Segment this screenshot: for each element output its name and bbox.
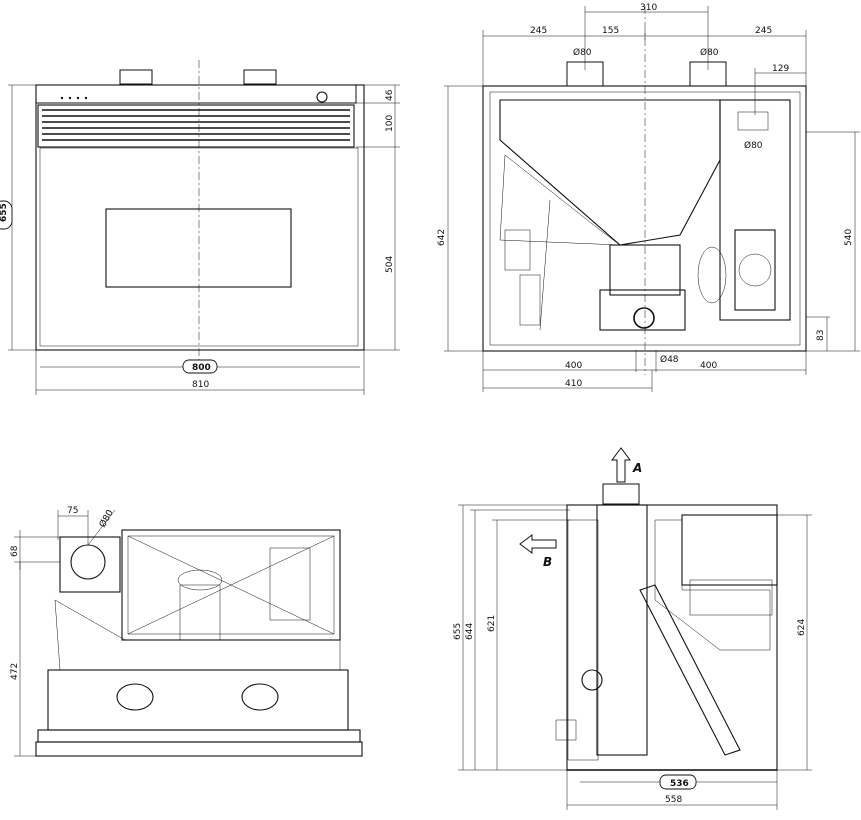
rear-body — [482, 85, 807, 352]
rear-dim-310: 310 — [640, 3, 657, 13]
side-dim-558: 558 — [665, 795, 682, 805]
rear-dim-245-left: 245 — [530, 26, 547, 36]
top-handle-right — [241, 683, 279, 711]
rear-dim-540: 540 — [844, 229, 854, 246]
rear-dim-diam-right: Ø80 — [700, 47, 719, 58]
rear-dim-155: 155 — [602, 26, 619, 36]
side-dim-624: 624 — [797, 619, 807, 636]
top-flue-circle — [70, 544, 106, 580]
front-dim-504: 504 — [385, 256, 395, 273]
rear-fan-icon — [633, 307, 655, 329]
side-dim-536: 536 — [670, 779, 689, 789]
rear-dim-129: 129 — [772, 64, 789, 74]
top-base — [47, 669, 349, 731]
arrow-a-icon — [611, 447, 631, 483]
rear-dim-642: 642 — [437, 229, 447, 246]
front-flue-left — [119, 69, 153, 85]
front-dim-46: 46 — [385, 89, 395, 101]
top-flue-box — [59, 536, 121, 593]
side-hopper — [681, 514, 778, 586]
side-dim-644: 644 — [465, 623, 475, 640]
top-dim-diam-80: Ø80 — [97, 508, 116, 530]
top-dim-472: 472 — [10, 663, 20, 680]
rear-dim-400-right: 400 — [700, 361, 717, 371]
label-b: B — [543, 555, 552, 569]
rear-dim-400-left: 400 — [565, 361, 582, 371]
rear-dim-245-right: 245 — [755, 26, 772, 36]
front-dim-655: 655 — [0, 203, 9, 222]
front-flue-right — [243, 69, 277, 85]
rear-dim-diam-side: Ø80 — [744, 140, 763, 151]
rear-view: 310 245 155 245 Ø80 Ø80 129 Ø80 642 540 … — [437, 3, 860, 392]
front-window — [105, 208, 292, 288]
top-handle-left — [116, 683, 154, 711]
label-a: A — [632, 461, 642, 475]
side-dim-621: 621 — [487, 615, 497, 632]
front-body — [35, 84, 365, 351]
top-view: 75 Ø80 68 472 — [10, 506, 363, 757]
rear-dim-83: 83 — [816, 330, 826, 341]
rear-dim-410: 410 — [565, 379, 582, 389]
top-dim-68: 68 — [10, 545, 20, 557]
rear-hopper — [499, 99, 721, 246]
front-dim-800: 800 — [192, 363, 211, 373]
front-grille — [37, 104, 355, 148]
side-duct — [596, 504, 648, 756]
front-top-band — [35, 84, 357, 104]
rear-dim-diam-left: Ø80 — [573, 47, 592, 58]
side-auger — [639, 584, 741, 756]
front-knob-icon — [316, 91, 328, 103]
top-dim-75: 75 — [67, 506, 78, 516]
side-body — [566, 504, 778, 771]
side-dim-655: 655 — [453, 623, 463, 640]
arrow-b-icon — [519, 534, 557, 554]
front-dim-100: 100 — [385, 115, 395, 132]
rear-dim-diam-48: Ø48 — [660, 354, 679, 365]
front-view: 655 46 100 504 800 810 — [0, 60, 400, 395]
front-dim-810: 810 — [192, 380, 209, 390]
side-view: A B 655 644 621 624 — [453, 447, 812, 810]
rear-side-duct — [719, 99, 791, 321]
